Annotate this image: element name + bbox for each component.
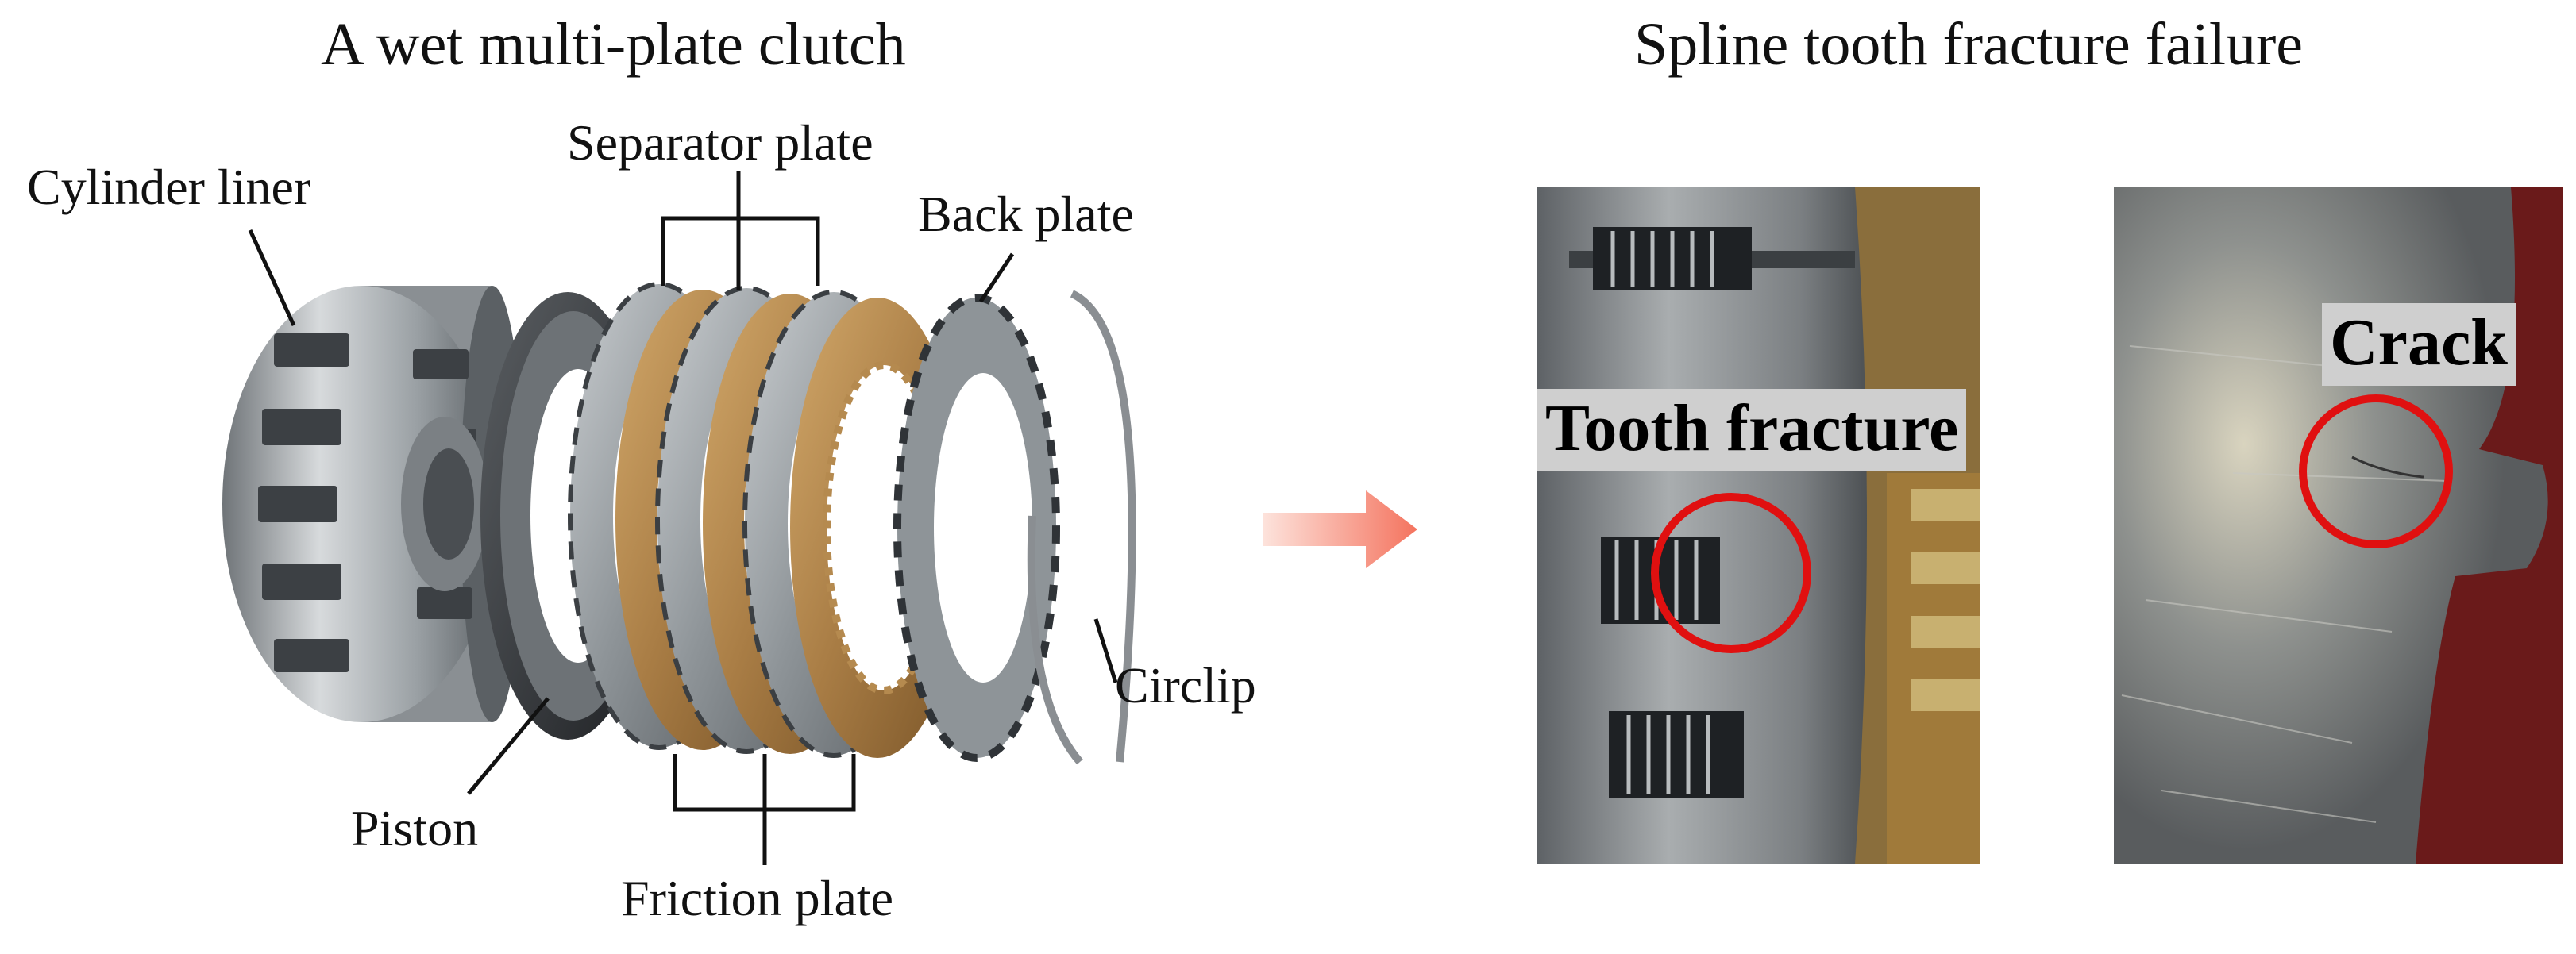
photo-tooth-fracture bbox=[1537, 187, 1980, 864]
plate-stack bbox=[568, 282, 965, 758]
tag-tooth-fracture: Tooth fracture bbox=[1537, 389, 1967, 471]
label-friction-plate: Friction plate bbox=[621, 870, 894, 926]
label-back-plate: Back plate bbox=[918, 186, 1134, 242]
label-piston: Piston bbox=[351, 800, 479, 856]
left-panel-title: A wet multi-plate clutch bbox=[321, 11, 906, 78]
leader-lines bbox=[248, 171, 1118, 865]
transition-arrow bbox=[1263, 490, 1417, 568]
right-panel-title: Spline tooth fracture failure bbox=[1634, 11, 2304, 78]
label-cylinder-liner: Cylinder liner bbox=[27, 159, 311, 215]
clutch-exploded-view bbox=[222, 171, 1136, 865]
cylinder-liner-drum bbox=[222, 286, 524, 722]
label-separator-plate: Separator plate bbox=[567, 114, 873, 171]
back-plate bbox=[893, 294, 1060, 762]
highlight-circle-crack bbox=[2299, 394, 2453, 548]
tag-crack: Crack bbox=[2322, 303, 2516, 386]
highlight-circle-tooth bbox=[1651, 493, 1811, 653]
photo-crack bbox=[2114, 187, 2563, 864]
circlip bbox=[1027, 290, 1136, 765]
label-circlip: Circlip bbox=[1115, 657, 1256, 714]
